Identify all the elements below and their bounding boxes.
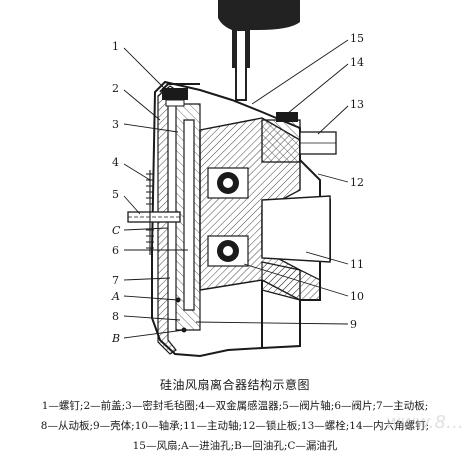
watermark: www.8… xyxy=(385,412,464,433)
label-12: 12 xyxy=(350,176,364,189)
caption-block: 硅油风扇离合器结构示意图 1—螺钉;2—前盖;3—密封毛毡圈;4—双金属感温器;… xyxy=(0,372,470,460)
fan-blade xyxy=(218,0,300,101)
label-8: 8 xyxy=(112,310,119,323)
figure-title: 硅油风扇离合器结构示意图 xyxy=(159,378,310,392)
driving-plate xyxy=(183,119,195,311)
legend-line-1: 1—螺钉;2—前盖;3—密封毛毡圈;4—双金属感温器;5—阀片轴;6—阀片;7—… xyxy=(41,400,429,412)
label-2: 2 xyxy=(112,82,119,95)
label-15: 15 xyxy=(350,32,364,45)
label-B: B xyxy=(111,332,120,345)
bearing-upper xyxy=(207,167,249,199)
label-1: 1 xyxy=(112,40,119,53)
label-4: 4 xyxy=(112,156,119,169)
clutch-diagram: 1 2 3 4 5 C 6 7 A 8 B 15 14 13 12 11 10 … xyxy=(111,0,364,358)
label-7: 7 xyxy=(112,274,119,287)
screw-top xyxy=(162,88,188,107)
label-14: 14 xyxy=(350,56,364,69)
label-5: 5 xyxy=(112,188,119,201)
shaft-flange xyxy=(261,261,321,301)
legend-line-3: 15—风扇;A—进油孔;B—回油孔;C—漏油孔 xyxy=(132,440,338,452)
label-10: 10 xyxy=(350,290,364,303)
label-13: 13 xyxy=(350,98,364,111)
label-C: C xyxy=(112,224,121,237)
bearing-lower xyxy=(207,235,249,267)
label-3: 3 xyxy=(112,118,119,131)
leader-lines xyxy=(123,39,349,339)
label-6: 6 xyxy=(112,244,119,257)
label-A: A xyxy=(111,290,120,303)
shaft-bore xyxy=(261,195,331,263)
label-9: 9 xyxy=(350,318,357,331)
label-11: 11 xyxy=(350,258,364,271)
legend-line-2: 8—从动板;9—壳体;10—轴承;11—主动轴;12—锁止板;13—螺栓;14—… xyxy=(40,420,430,432)
valve-shaft xyxy=(127,211,181,223)
lock-plate-bolt xyxy=(261,112,337,163)
